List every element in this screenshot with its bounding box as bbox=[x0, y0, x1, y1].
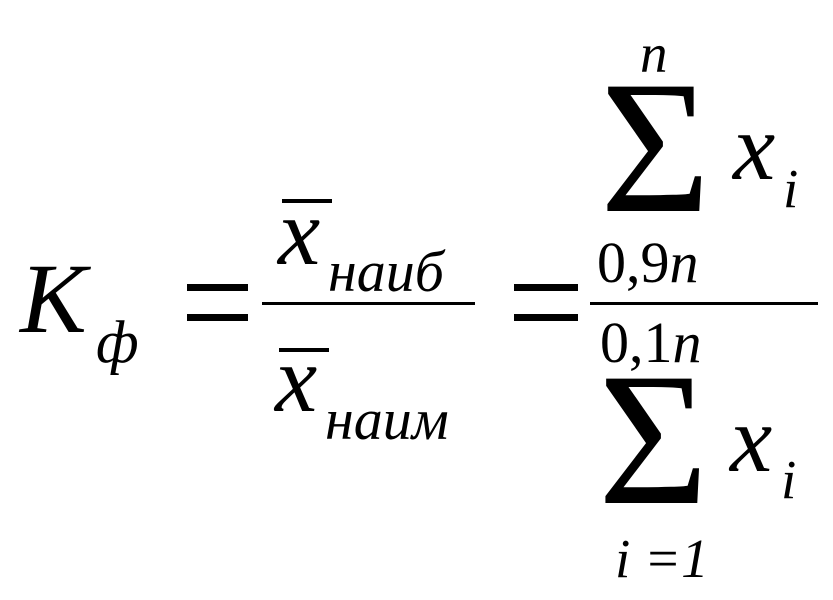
sum1-upper-limit: n bbox=[640, 23, 668, 84]
sum2-lower-limit: i =1 bbox=[615, 528, 709, 589]
overline-numerator bbox=[282, 199, 332, 203]
sum1-sigma-icon: Σ bbox=[600, 43, 711, 253]
k-symbol: K bbox=[20, 243, 87, 354]
sum2-term-sub: i bbox=[781, 449, 797, 510]
sum1-term-sub: i bbox=[783, 158, 799, 219]
numerator-x: x bbox=[278, 179, 321, 285]
denominator-subscript: наим bbox=[325, 387, 449, 452]
denominator-x: x bbox=[275, 326, 318, 432]
fraction-line-1 bbox=[262, 302, 475, 305]
sum2-term-x: x bbox=[730, 386, 773, 492]
sum1-lower-limit: 0,9n bbox=[597, 230, 699, 295]
numerator-subscript: наиб bbox=[328, 239, 444, 304]
sum2-upper-limit: 0,1n bbox=[600, 310, 702, 375]
overline-denominator bbox=[279, 348, 329, 352]
fraction-line-2 bbox=[590, 302, 818, 305]
sum1-term-x: x bbox=[733, 94, 776, 200]
k-subscript: ф bbox=[96, 309, 139, 375]
sum2-sigma-icon: Σ bbox=[598, 335, 709, 545]
